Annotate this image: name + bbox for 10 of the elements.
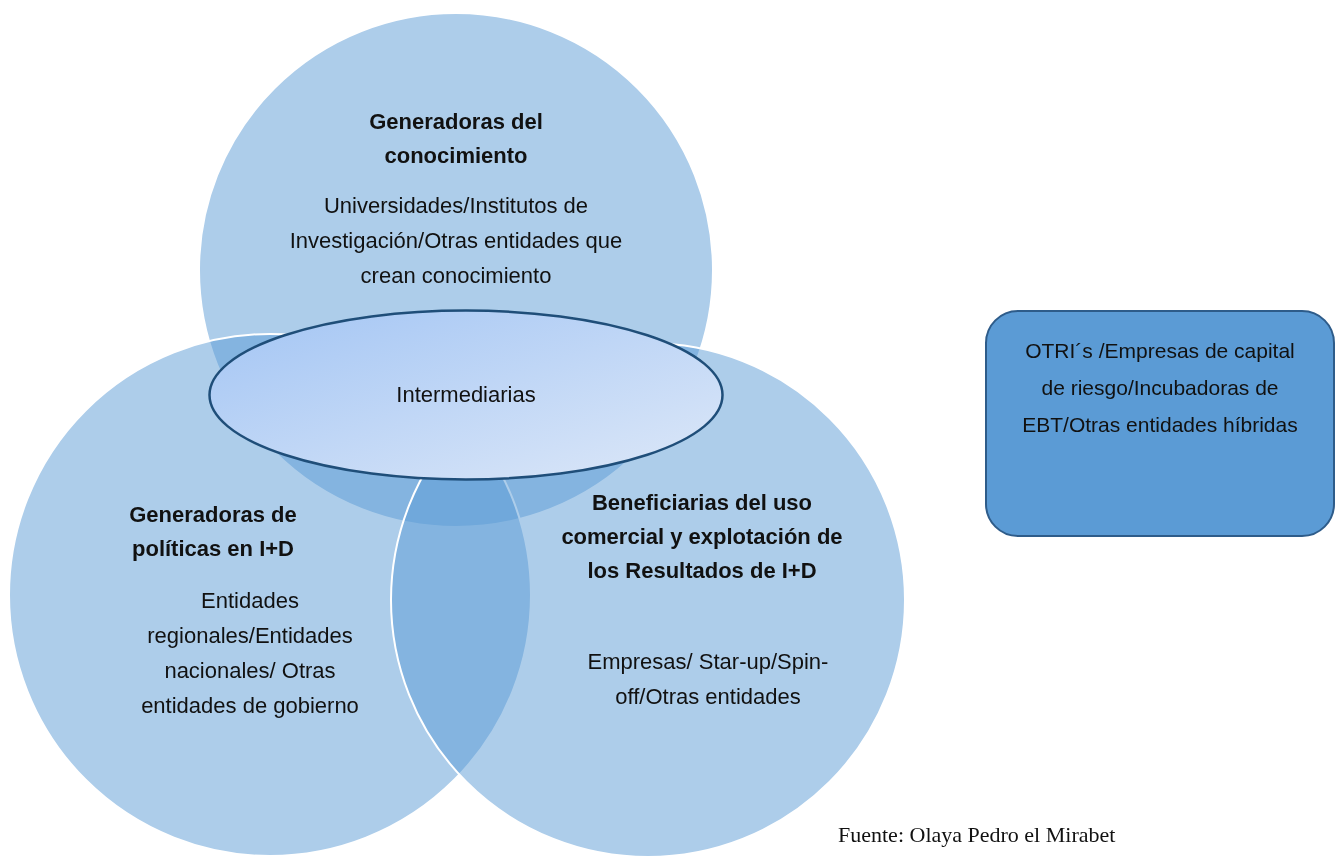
- node-text: Entidades regionales/Entidades nacionales/ Otras entidades de gobierno: [140, 587, 360, 720]
- circle-heading: Beneficiarias del uso comercial y explotación de los Resultados de I+D: [560, 489, 844, 585]
- rounded-box: [985, 310, 1335, 537]
- node-text: Intermediarias: [395, 381, 537, 409]
- node-text: Universidades/Institutos de Investigación/Otras entidades que crean conocimiento: [288, 192, 624, 290]
- circle-heading: Generadoras de políticas en I+D: [128, 501, 298, 563]
- circle-heading: Generadoras del conocimiento: [368, 108, 544, 170]
- source-caption: Fuente: Olaya Pedro el Mirabet: [838, 822, 1116, 848]
- node-text: OTRI´s /Empresas de capital de riesgo/Incubadoras de EBT/Otras entidades híbridas: [1021, 338, 1299, 438]
- node-text: Empresas/ Star-up/Spin-off/Otras entidades: [586, 648, 830, 711]
